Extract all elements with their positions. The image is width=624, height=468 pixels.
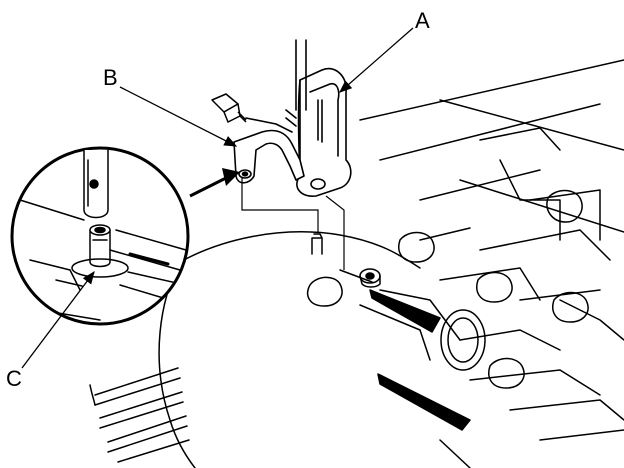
part-b-pipe [233,117,305,184]
callout-b: B [103,65,238,147]
callout-a: A [339,8,430,93]
part-a-bracket [285,39,352,197]
engine-background [89,59,624,468]
callout-a-label: A [415,8,430,33]
bolt [211,93,247,123]
callout-c: C [6,270,95,391]
alignment-leaders [241,178,345,270]
callout-b-label: B [103,65,118,90]
callout-b-leader [119,86,238,147]
detail-arrow [189,168,240,198]
callout-a-leader [339,27,414,93]
callout-c-leader [21,270,95,369]
detail-view [10,146,190,326]
callout-c-label: C [6,366,22,391]
